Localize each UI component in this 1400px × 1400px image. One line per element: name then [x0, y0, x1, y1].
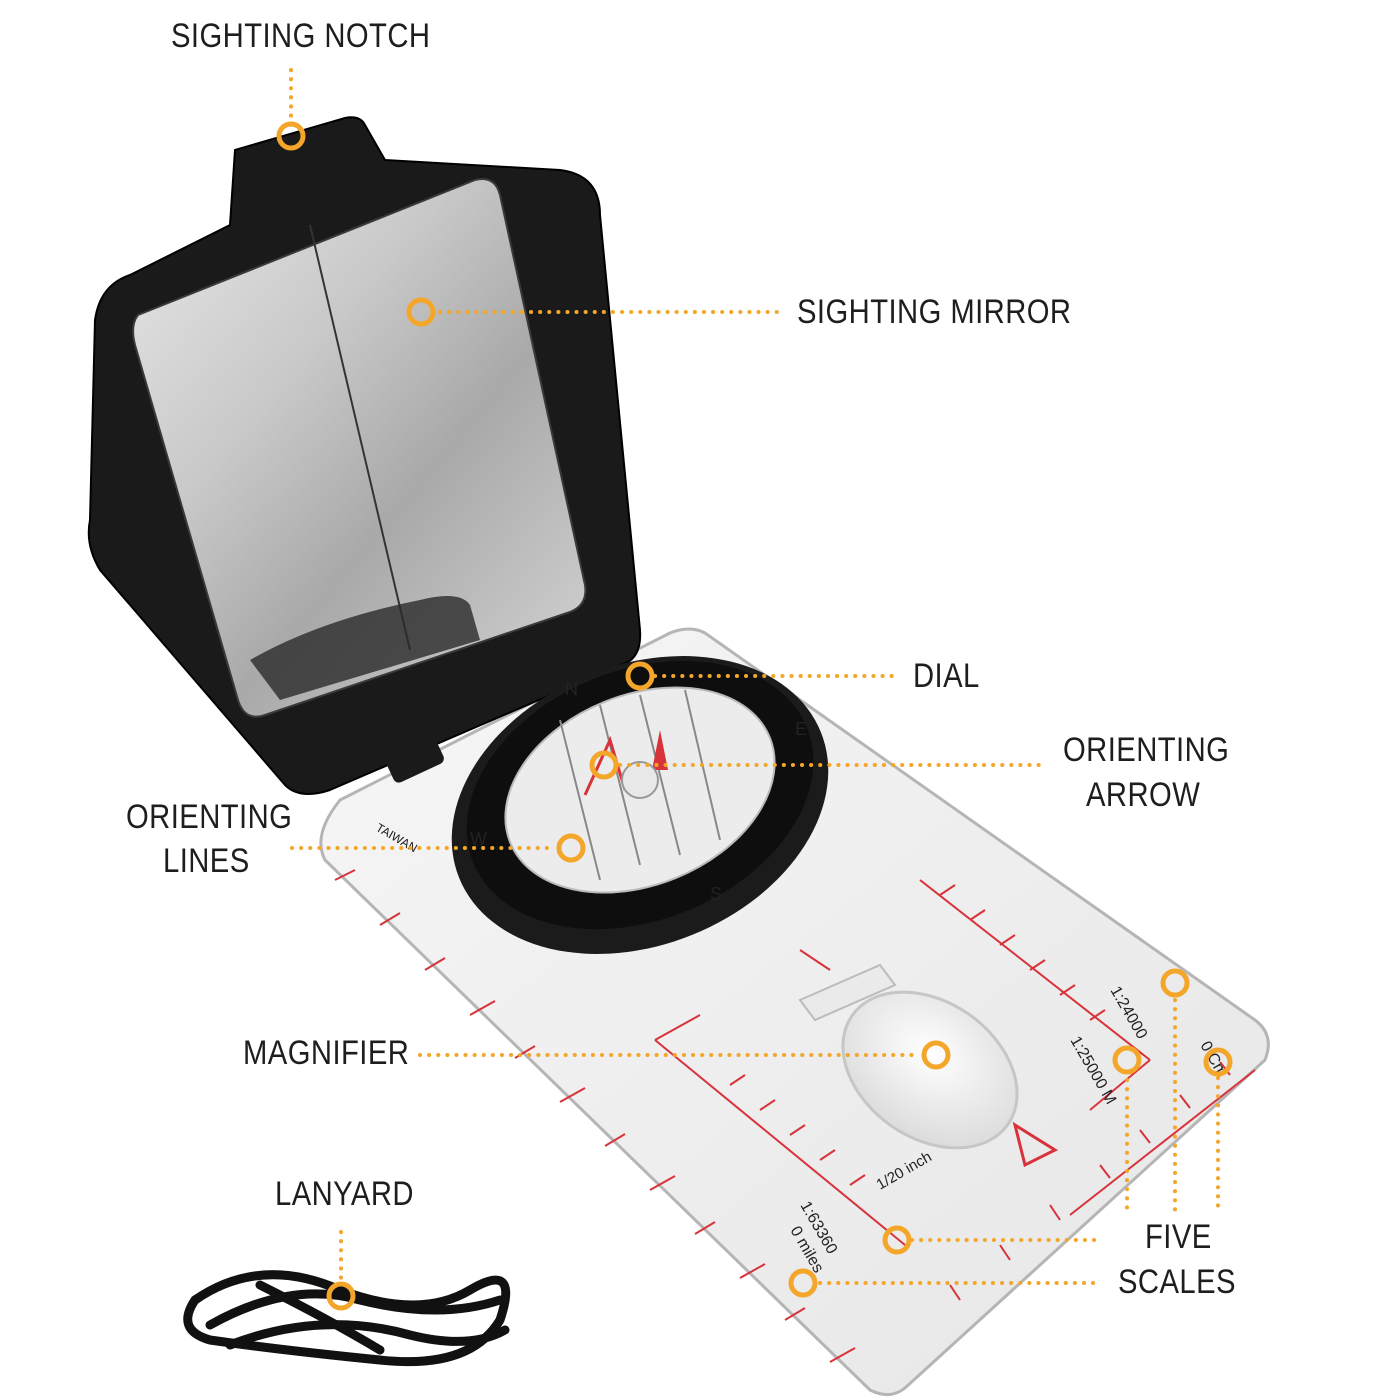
- mirror-lid: [87, 116, 642, 795]
- needle-north: [652, 730, 668, 770]
- inner-scales: [654, 879, 1151, 1246]
- label-sighting-mirror: SIGHTING MIRROR: [797, 293, 1072, 331]
- marker-orienting-lines: [556, 833, 586, 863]
- orienting-arrow-mark: [583, 735, 627, 796]
- marker-sighting-mirror: [406, 297, 436, 327]
- label-sighting-notch: SIGHTING NOTCH: [171, 17, 431, 55]
- label-five-scales-line1: FIVE: [1145, 1218, 1212, 1256]
- label-dial: DIAL: [913, 657, 980, 695]
- label-five-scales-line2: SCALES: [1118, 1263, 1236, 1301]
- marker-rings: [276, 121, 1233, 1311]
- cardinal-e: E: [795, 719, 807, 739]
- marker-scale-b: [788, 1268, 818, 1298]
- marker-magnifier: [921, 1040, 951, 1070]
- label-magnifier: MAGNIFIER: [243, 1034, 410, 1072]
- cardinal-w: W: [470, 829, 487, 849]
- label-orienting-lines-line2: LINES: [163, 842, 250, 880]
- cardinal-n: N: [565, 679, 578, 699]
- magnifier-ridge: [798, 963, 897, 1022]
- marker-orienting-arrow: [589, 750, 619, 780]
- label-orienting-arrow-line2: ARROW: [1086, 776, 1201, 814]
- marker-scale-c: [1112, 1045, 1142, 1075]
- marker-dial: [625, 661, 655, 691]
- magnifier-lens: [841, 990, 1019, 1150]
- marker-scale-e: [1203, 1047, 1233, 1077]
- cardinal-s: S: [710, 884, 722, 904]
- direction-of-travel-arrow: [1012, 1121, 1059, 1168]
- pivot: [621, 761, 659, 799]
- left-ruler-ticks: [334, 869, 856, 1363]
- hinge: [381, 727, 444, 783]
- marker-scale-d: [1160, 968, 1190, 998]
- mirror-surface: [132, 178, 587, 718]
- right-ruler-ticks: [949, 1061, 1256, 1301]
- label-lanyard: LANYARD: [275, 1175, 414, 1213]
- label-orienting-lines-line1: ORIENTING: [126, 798, 293, 836]
- marker-sighting-notch: [276, 121, 306, 151]
- sighting-line: [309, 224, 411, 651]
- marker-scale-a: [882, 1225, 912, 1255]
- compass-bezel: N E S W: [451, 656, 829, 954]
- leader-lines: [289, 68, 1220, 1285]
- label-orienting-arrow-line1: ORIENTING: [1063, 731, 1230, 769]
- hinge: [543, 631, 602, 679]
- marker-lanyard: [326, 1281, 356, 1311]
